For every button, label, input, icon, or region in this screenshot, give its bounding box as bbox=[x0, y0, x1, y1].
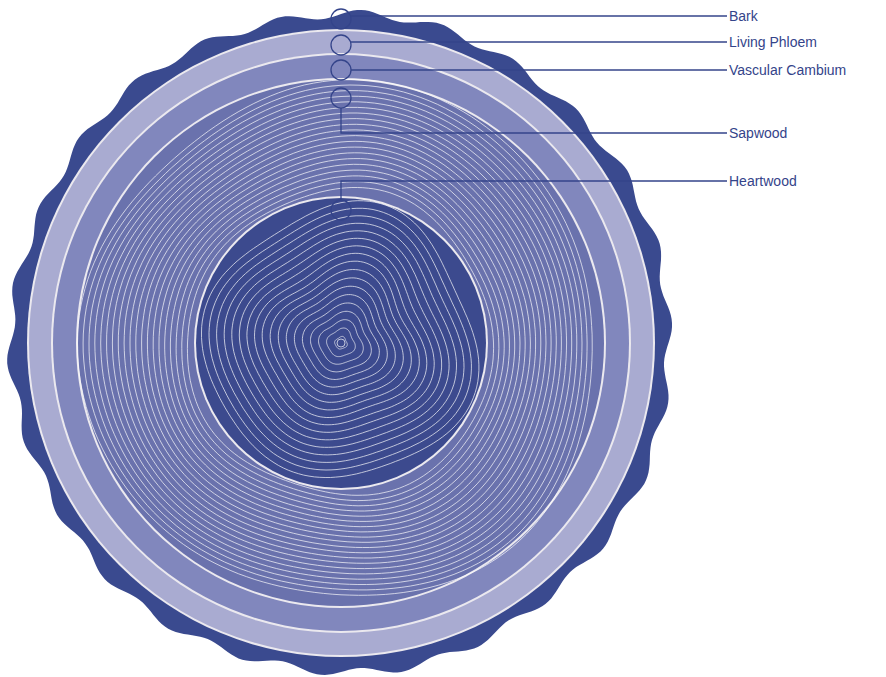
leader-line bbox=[341, 181, 727, 200]
callout-circle bbox=[331, 9, 351, 29]
cambium-edge bbox=[76, 78, 606, 608]
leader-line bbox=[351, 69, 727, 70]
sapwood-area bbox=[78, 80, 604, 606]
trunk-disc bbox=[7, 10, 672, 675]
growth-ring bbox=[335, 336, 348, 349]
callout-circle bbox=[331, 88, 351, 108]
growth-ring bbox=[147, 147, 530, 532]
growth-ring bbox=[124, 124, 551, 553]
heartwood-edge bbox=[194, 196, 488, 490]
growth-ring bbox=[170, 170, 509, 511]
leader-line bbox=[351, 15, 728, 16]
growth-ring bbox=[83, 85, 587, 590]
leader-line bbox=[341, 108, 727, 133]
growth-ring bbox=[217, 216, 464, 463]
bark-layer bbox=[7, 10, 672, 675]
growth-ring bbox=[270, 270, 411, 410]
growth-ring bbox=[255, 253, 427, 424]
part-label: Bark bbox=[729, 8, 758, 24]
part-label: Heartwood bbox=[729, 173, 797, 189]
growth-ring bbox=[130, 130, 546, 548]
growth-ring bbox=[278, 278, 403, 402]
part-label: Vascular Cambium bbox=[729, 62, 846, 78]
growth-ring bbox=[327, 328, 356, 357]
pith bbox=[337, 339, 345, 347]
growth-ring bbox=[302, 303, 379, 380]
growth-ring bbox=[136, 136, 541, 543]
growth-ring bbox=[286, 286, 395, 395]
leader-line bbox=[351, 41, 728, 42]
growth-ring bbox=[239, 238, 441, 439]
callout-circle bbox=[331, 35, 351, 55]
cambium-band bbox=[53, 55, 629, 631]
growth-ring bbox=[209, 208, 471, 470]
growth-ring bbox=[182, 182, 499, 501]
growth-ring bbox=[89, 91, 582, 585]
growth-ring bbox=[232, 231, 449, 447]
leader-lines bbox=[331, 9, 727, 220]
heartwood-area bbox=[196, 198, 486, 488]
growth-ring bbox=[142, 141, 536, 537]
growth-ring bbox=[262, 261, 419, 417]
growth-ring bbox=[319, 320, 364, 365]
growth-ring bbox=[95, 96, 577, 579]
part-label: Living Phloem bbox=[729, 34, 817, 50]
callout-circle bbox=[331, 200, 351, 220]
growth-ring bbox=[311, 311, 372, 372]
growth-ring bbox=[224, 223, 456, 455]
growth-ring bbox=[247, 246, 434, 432]
growth-rings bbox=[77, 80, 592, 596]
growth-ring bbox=[153, 153, 525, 527]
growth-ring bbox=[77, 80, 592, 596]
part-label: Sapwood bbox=[729, 125, 787, 141]
growth-ring bbox=[107, 107, 567, 568]
growth-ring bbox=[187, 188, 493, 496]
callout-circle bbox=[331, 60, 351, 80]
growth-ring bbox=[202, 201, 479, 478]
growth-ring bbox=[165, 164, 515, 516]
growth-ring bbox=[101, 102, 572, 574]
phloem-edge bbox=[51, 53, 631, 633]
growth-ring bbox=[176, 176, 504, 506]
